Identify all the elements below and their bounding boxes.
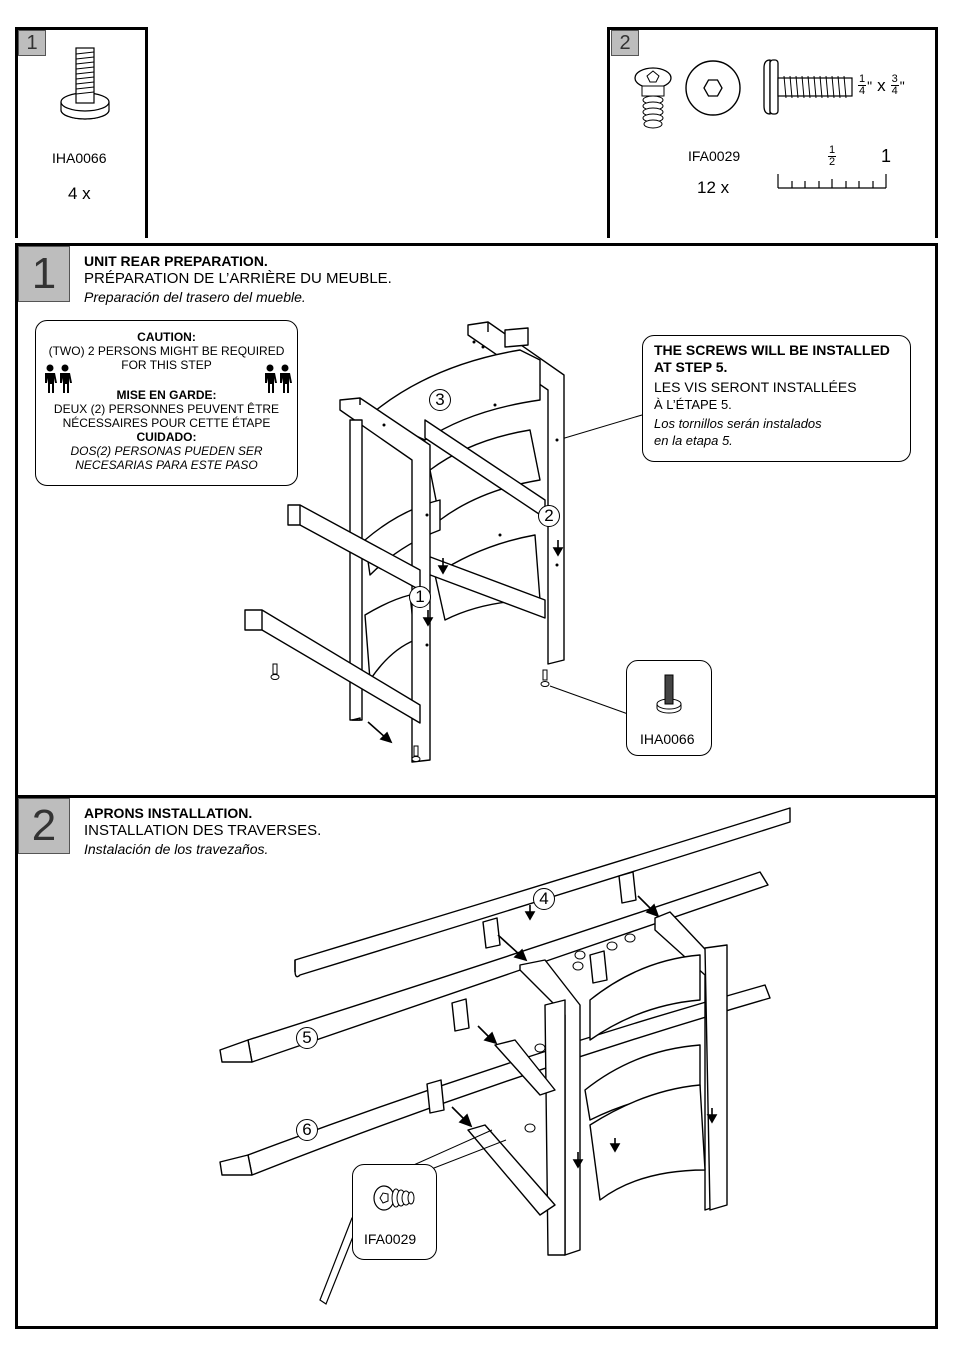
caution-text-es-2: NECESARIAS PARA ESTE PASO: [75, 458, 258, 472]
ifa0029-hex-head-icon: [685, 60, 741, 116]
ifa0029-callout-screw-icon: [373, 1185, 415, 1211]
note-es-2: en la etapa 5.: [654, 433, 733, 448]
caution-text-en-1: (TWO) 2 PERSONS MIGHT BE REQUIRED: [48, 344, 285, 358]
step-2-label-4: 4: [533, 888, 555, 910]
iha0066-callout-bolt-icon: [656, 674, 682, 714]
note-en-1: THE SCREWS WILL BE INSTALLED: [654, 342, 890, 358]
screws-note-text: THE SCREWS WILL BE INSTALLED AT STEP 5. …: [654, 342, 909, 449]
ifa0029-screw-side-icon: [634, 67, 672, 129]
caution-text-es-1: DOS(2) PERSONAS PUEDEN SER: [70, 444, 263, 458]
part-badge-2: 2: [611, 30, 639, 56]
ifa0029-callout-code: IFA0029: [364, 1231, 417, 1247]
part-badge-1: 1: [18, 30, 46, 56]
step-1-title-es: Preparación del trasero del mueble.: [84, 289, 306, 305]
caution-text: CAUTION: (TWO) 2 PERSONS MIGHT BE REQUIR…: [35, 330, 298, 472]
step-1-label-3: 3: [429, 389, 451, 411]
caution-box: [35, 320, 298, 486]
part-qty-iha0066: 4 x: [68, 184, 91, 203]
caution-text-fr-1: DEUX (2) PERSONNES PEUVENT ÊTRE: [53, 402, 280, 416]
note-fr-2: À L’ÉTAPE 5.: [654, 397, 732, 412]
part-qty-ifa0029: 12 x: [697, 178, 730, 197]
length-numerator: 3: [890, 73, 899, 86]
part-code-iha0066: IHA0066: [52, 150, 107, 166]
caution-text-en-2: FOR THIS STEP: [121, 358, 212, 372]
step-2-badge: 2: [18, 798, 70, 854]
step-2-label-6: 6: [296, 1119, 318, 1141]
width-denominator: 4: [859, 85, 866, 97]
step-1-title-en: UNIT REAR PREPARATION.: [84, 253, 268, 269]
screw-size-label: 1 4 " x 3 4 ": [858, 73, 905, 97]
ifa0029-screw-profile-icon: [763, 59, 853, 115]
scale-one-label: 1: [881, 146, 892, 166]
caution-text-fr-2: NÉCESSAIRES POUR CETTE ÉTAPE: [62, 416, 271, 430]
two-persons-icon-right: [265, 364, 292, 393]
part-code-ifa0029: IFA0029: [688, 148, 741, 164]
iha0066-bolt-icon: [60, 47, 110, 120]
note-fr-1: LES VIS SERONT INSTALLÉES: [654, 379, 857, 395]
note-es-1: Los tornillos serán instalados: [654, 416, 822, 431]
step-1-title: UNIT REAR PREPARATION. PRÉPARATION DE L’…: [84, 252, 392, 306]
scale-half-label: 1 2: [828, 144, 837, 168]
note-en-2: AT STEP 5.: [654, 359, 728, 375]
step-1-badge: 1: [18, 246, 70, 302]
step-2-title-fr: INSTALLATION DES TRAVERSES.: [84, 822, 322, 839]
caution-heading-fr: MISE EN GARDE:: [116, 388, 217, 402]
caution-heading-es: CUIDADO:: [136, 430, 197, 444]
size-separator: x: [877, 75, 886, 95]
ifa0029-callout: [352, 1164, 437, 1260]
step-1-title-fr: PRÉPARATION DE L’ARRIÈRE DU MEUBLE.: [84, 270, 392, 287]
iha0066-callout-code: IHA0066: [640, 731, 695, 747]
step-2-title: APRONS INSTALLATION. INSTALLATION DES TR…: [84, 804, 321, 858]
length-denominator: 4: [891, 85, 898, 97]
step-1-label-2: 2: [538, 505, 560, 527]
two-persons-icon-left: [45, 364, 72, 393]
width-numerator: 1: [858, 73, 867, 86]
caution-heading-en: CAUTION:: [137, 330, 196, 344]
step-2-panel: [15, 795, 938, 1329]
step-1-label-1: 1: [409, 586, 431, 608]
step-2-label-5: 5: [296, 1027, 318, 1049]
step-2-title-es: Instalación de los travezaños.: [84, 841, 269, 857]
inch-ruler: [777, 174, 887, 189]
screws-note-box: [642, 335, 911, 462]
step-2-title-en: APRONS INSTALLATION.: [84, 805, 253, 821]
